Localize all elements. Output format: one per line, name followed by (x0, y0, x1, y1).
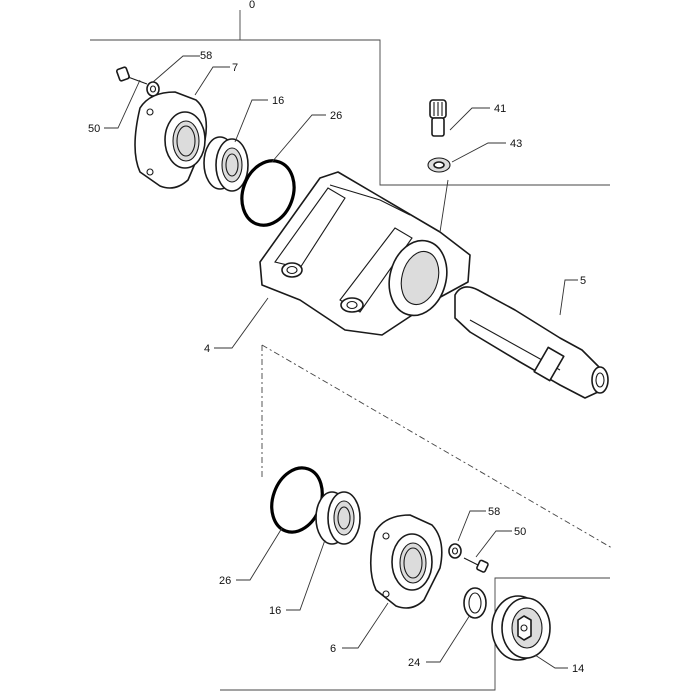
pulley-part-14 (491, 595, 551, 661)
callout-6: 6 (330, 643, 336, 655)
shaft-part-5 (454, 286, 609, 399)
oring-part-26-upper (240, 159, 296, 227)
housing-part-4 (259, 171, 471, 336)
cap-screw-part-41 (429, 99, 447, 137)
flange-part-7 (134, 91, 208, 189)
callout-58-upper: 58 (200, 50, 212, 62)
callout-50-upper: 50 (88, 123, 100, 135)
callout-41: 41 (494, 103, 506, 115)
bolt-part-50-lower (463, 557, 489, 573)
callout-7: 7 (232, 62, 238, 74)
callout-labels: 0 58 7 16 26 50 41 43 5 4 58 50 26 16 6 … (88, 0, 586, 675)
callout-43: 43 (510, 138, 522, 150)
callout-14: 14 (572, 663, 584, 675)
callout-5: 5 (580, 275, 586, 287)
bearing-part-16-upper (203, 136, 249, 192)
callout-0: 0 (249, 0, 255, 11)
dashed-subassembly-boundary (261, 344, 613, 549)
flange-part-6 (369, 514, 443, 609)
leader-lines (104, 55, 578, 669)
spacer-part-24 (463, 587, 487, 619)
callout-58-lower: 58 (488, 506, 500, 518)
callout-26-upper: 26 (330, 110, 342, 122)
callout-24: 24 (408, 657, 420, 669)
washer-part-58-lower (448, 543, 462, 559)
callout-50-lower: 50 (514, 526, 526, 538)
bolt-part-50-upper (116, 66, 148, 85)
callout-16-upper: 16 (272, 95, 284, 107)
washer-part-43 (427, 157, 451, 173)
callout-16-lower: 16 (269, 605, 281, 617)
bearing-part-16-lower (315, 491, 361, 545)
callout-26-lower: 26 (219, 575, 231, 587)
callout-4: 4 (204, 343, 210, 355)
